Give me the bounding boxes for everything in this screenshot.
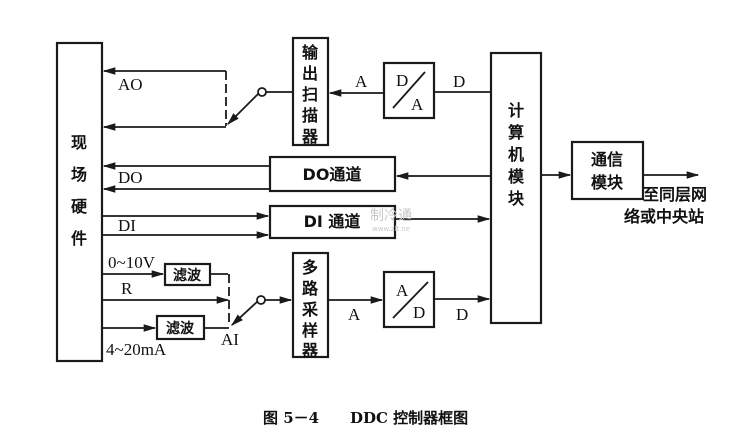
di-path: DI DI 通道 — [102, 204, 491, 240]
ao-label: AO — [118, 75, 143, 94]
field-hardware-char: 硬 — [71, 197, 88, 216]
di-channel-label: DI 通道 — [304, 212, 361, 231]
computer-module-char: 计 — [508, 101, 524, 120]
field-hardware-block: 现 场 硬 件 — [55, 41, 104, 363]
computer-module-char: 块 — [508, 189, 525, 208]
output-scanner-block: 输 出 扫 描 器 — [291, 36, 330, 147]
ai-switch-arm — [231, 300, 259, 326]
field-hardware-char: 场 — [71, 165, 87, 184]
filter-bottom-label: 滤波 — [166, 320, 195, 337]
ao-path: AO — [102, 67, 293, 131]
multiplexer-char: 路 — [302, 279, 319, 298]
ad-converter-block: A D — [382, 270, 436, 329]
field-hardware-char: 现 — [71, 133, 87, 152]
comm-module-block: 通信 模块 — [570, 140, 645, 201]
do-channel-block — [268, 155, 397, 193]
ai-path: 0~10V 滤波 R 滤波 4~20mA AI — [102, 253, 293, 359]
output-scanner-char: 输 — [302, 43, 319, 62]
output-scanner-char: 描 — [302, 106, 318, 125]
ai-label: AI — [221, 330, 239, 349]
destination-line1: 至同层网 — [643, 185, 707, 204]
output-scanner-char: 出 — [302, 64, 318, 83]
resistance-label: R — [121, 279, 133, 298]
ad-slash — [392, 281, 429, 319]
signal-a-top-label: A — [355, 72, 368, 91]
output-scanner-char: 器 — [301, 127, 319, 146]
multiplexer-char: 样 — [302, 321, 318, 340]
filter-top-label: 滤波 — [173, 267, 202, 284]
signal-a-bottom-label: A — [348, 305, 361, 324]
computer-module-char: 算 — [508, 123, 524, 142]
comm-module-line1: 通信 — [591, 150, 623, 169]
computer-module-block: 计 算 机 模 块 — [489, 51, 543, 325]
destination-line2: 络或中央站 — [624, 207, 704, 226]
current-range-label: 4~20mA — [106, 340, 167, 359]
comm-module-line2: 模块 — [591, 173, 624, 192]
figure-title: DDC 控制器框图 — [350, 409, 468, 427]
do-channel-label: DO通道 — [303, 165, 362, 184]
computer-module-char: 模 — [508, 167, 525, 186]
figure-number: 图 5－4 — [263, 409, 319, 427]
ai-switch-pivot — [256, 295, 266, 305]
ad-bottom-label: D — [413, 303, 425, 322]
multiplexer-char: 采 — [301, 300, 318, 319]
watermark-main: 制冷通 — [370, 208, 412, 224]
output-scanner-char: 扫 — [302, 85, 318, 104]
da-converter-block: D A — [382, 61, 436, 120]
field-hardware-char: 件 — [71, 229, 87, 248]
ad-top-label: A — [396, 281, 409, 300]
signal-d-bottom-label: D — [456, 305, 468, 324]
multiplexer-char: 多 — [302, 258, 318, 277]
do-label: DO — [118, 168, 143, 187]
di-channel-block — [268, 204, 397, 240]
da-top-label: D — [396, 71, 408, 90]
signal-d-top-label: D — [453, 72, 465, 91]
computer-module-char: 机 — [508, 145, 524, 164]
watermark-sub: www.zlt.ne — [372, 225, 410, 233]
ao-switch-pivot — [257, 87, 267, 97]
da-bottom-label: A — [411, 95, 424, 114]
di-label: DI — [118, 216, 136, 235]
voltage-range-label: 0~10V — [108, 253, 156, 272]
do-path: DO DO通道 — [102, 155, 491, 193]
ao-switch-arm — [227, 92, 260, 125]
da-slash — [392, 71, 426, 109]
multiplexer-char: 器 — [301, 341, 319, 360]
multiplexer-block: 多 路 采 样 器 — [291, 251, 330, 360]
